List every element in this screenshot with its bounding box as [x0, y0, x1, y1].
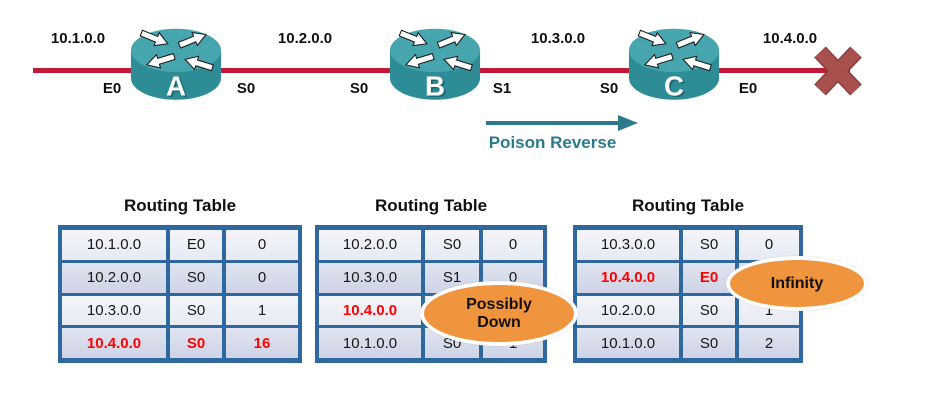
router-a-letter: A: [166, 70, 186, 101]
table-cell: S0: [170, 328, 222, 358]
router-b-letter: B: [425, 70, 445, 101]
interface-label-a-e0: E0: [102, 80, 122, 97]
network-label-10-1-0-0: 10.1.0.0: [50, 30, 106, 47]
table-cell: 10.4.0.0: [577, 262, 679, 293]
table-cell: 10.1.0.0: [577, 328, 679, 358]
routing-table-b-title: Routing Table: [374, 196, 488, 215]
table-cell: 0: [226, 230, 298, 260]
infinity-callout: Infinity: [726, 256, 868, 311]
table-cell: 1: [226, 295, 298, 326]
table-cell: 10.1.0.0: [62, 230, 166, 260]
router-a-icon: A A: [130, 28, 222, 103]
table-cell: 10.1.0.0: [319, 328, 421, 358]
table-cell: E0: [170, 230, 222, 260]
interface-label-a-s0: S0: [236, 80, 256, 97]
table-cell: 16: [226, 328, 298, 358]
broken-link-icon: [814, 46, 862, 96]
interface-label-b-s0: S0: [349, 80, 369, 97]
table-cell: 10.3.0.0: [577, 230, 679, 260]
interface-label-c-s0: S0: [599, 80, 619, 97]
table-cell: 0: [483, 230, 543, 260]
routing-table-a-title: Routing Table: [123, 196, 237, 215]
router-b-letter-shadow: B: [427, 72, 447, 103]
table-cell: 0: [739, 230, 799, 260]
table-cell: S0: [683, 295, 735, 326]
possibly-down-line1: Possibly: [466, 295, 532, 313]
possibly-down-callout: Possibly Down: [420, 281, 578, 346]
router-c-letter: C: [664, 70, 684, 101]
table-cell: S0: [170, 262, 222, 293]
table-cell: 10.4.0.0: [62, 328, 166, 358]
router-c-icon: C C: [628, 28, 720, 103]
router-c-letter-shadow: C: [666, 72, 686, 103]
table-cell: 10.3.0.0: [319, 262, 421, 293]
routing-table-c-title: Routing Table: [631, 196, 745, 215]
table-cell: 10.2.0.0: [62, 262, 166, 293]
network-label-10-2-0-0: 10.2.0.0: [277, 30, 333, 47]
table-cell: 10.4.0.0: [319, 295, 421, 326]
table-cell: S0: [170, 295, 222, 326]
table-cell: 0: [226, 262, 298, 293]
interface-label-b-s1: S1: [492, 80, 512, 97]
router-a-letter-shadow: A: [168, 72, 188, 103]
poison-reverse-label: Poison Reverse: [488, 133, 617, 152]
table-cell: S0: [425, 230, 479, 260]
infinity-label: Infinity: [770, 274, 824, 292]
table-cell: S0: [683, 328, 735, 358]
router-b-icon: B B: [389, 28, 481, 103]
network-label-10-3-0-0: 10.3.0.0: [530, 30, 586, 47]
table-cell: 2: [739, 328, 799, 358]
table-cell: S0: [683, 230, 735, 260]
table-cell: 10.2.0.0: [319, 230, 421, 260]
poison-reverse-arrow: [486, 115, 638, 131]
possibly-down-line2: Down: [477, 313, 521, 331]
network-label-10-4-0-0: 10.4.0.0: [762, 30, 818, 47]
interface-label-c-e0: E0: [738, 80, 758, 97]
table-cell: 10.3.0.0: [62, 295, 166, 326]
table-cell: 10.2.0.0: [577, 295, 679, 326]
